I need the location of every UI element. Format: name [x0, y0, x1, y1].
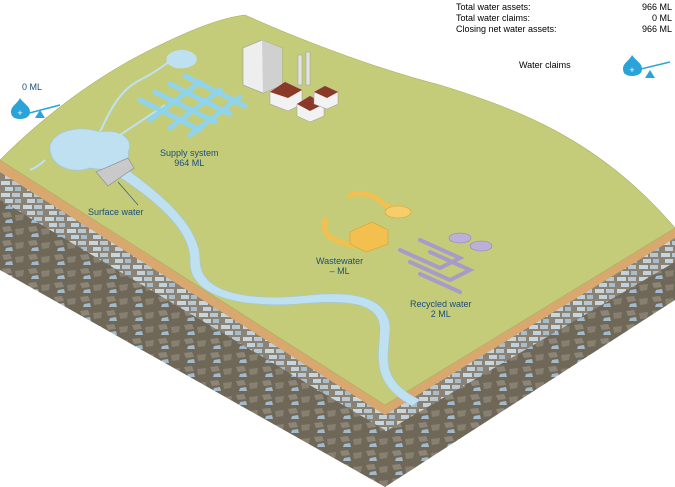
wastewater-label: Wastewater: [316, 256, 364, 266]
recycled-water-plant: [398, 238, 475, 294]
left-block-face: [0, 160, 385, 487]
lake: [49, 128, 131, 171]
river: [117, 167, 421, 407]
surface-water-leader: [117, 181, 139, 206]
wastewater-label-block: Wastewater – ML: [316, 256, 363, 276]
small-pond: [166, 49, 197, 69]
supply-system-value: 964 ML: [174, 158, 205, 168]
water-claims-balance-icon: +: [623, 55, 671, 78]
dam-wall: [95, 157, 135, 187]
svg-text:+: +: [629, 65, 634, 75]
water-summary-panel: Total water assets: 966 ML Total water c…: [456, 2, 672, 35]
supply-system-label: Supply system: [160, 148, 219, 158]
recycled-tank-2: [469, 240, 493, 252]
total-claims-label: Total water claims:: [456, 13, 531, 23]
recycled-tank-1: [448, 232, 472, 244]
closing-value: 966 ML: [641, 24, 672, 34]
recycled-water-label: Recycled water: [410, 299, 472, 309]
supply-system-pipes: [137, 73, 248, 138]
water-claims-label: Water claims: [519, 60, 571, 70]
total-assets-row: Total water assets: 966 ML: [456, 2, 672, 13]
closing-row: Closing net water assets: 966 ML: [456, 24, 672, 35]
svg-text:+: +: [17, 108, 22, 118]
wastewater-tank: [349, 221, 389, 253]
left-balance-value: 0 ML: [22, 82, 43, 92]
city-buildings: [242, 39, 339, 123]
supply-system-label-block: Supply system 964 ML: [160, 148, 219, 168]
right-block-face: [385, 228, 675, 487]
closing-label: Closing net water assets:: [456, 24, 557, 34]
surface-water-label: Surface water: [88, 207, 144, 217]
total-claims-row: Total water claims: 0 ML: [456, 13, 672, 24]
wastewater-value: – ML: [329, 266, 350, 276]
wastewater-round-tank: [384, 205, 412, 219]
recycled-water-value: 2 ML: [430, 309, 451, 319]
total-assets-label: Total water assets:: [456, 2, 531, 12]
left-balance-icon: +: [11, 98, 61, 119]
total-assets-value: 966 ML: [641, 2, 672, 12]
recycled-water-label-block: Recycled water 2 ML: [410, 299, 472, 319]
total-claims-value: 0 ML: [651, 13, 672, 23]
